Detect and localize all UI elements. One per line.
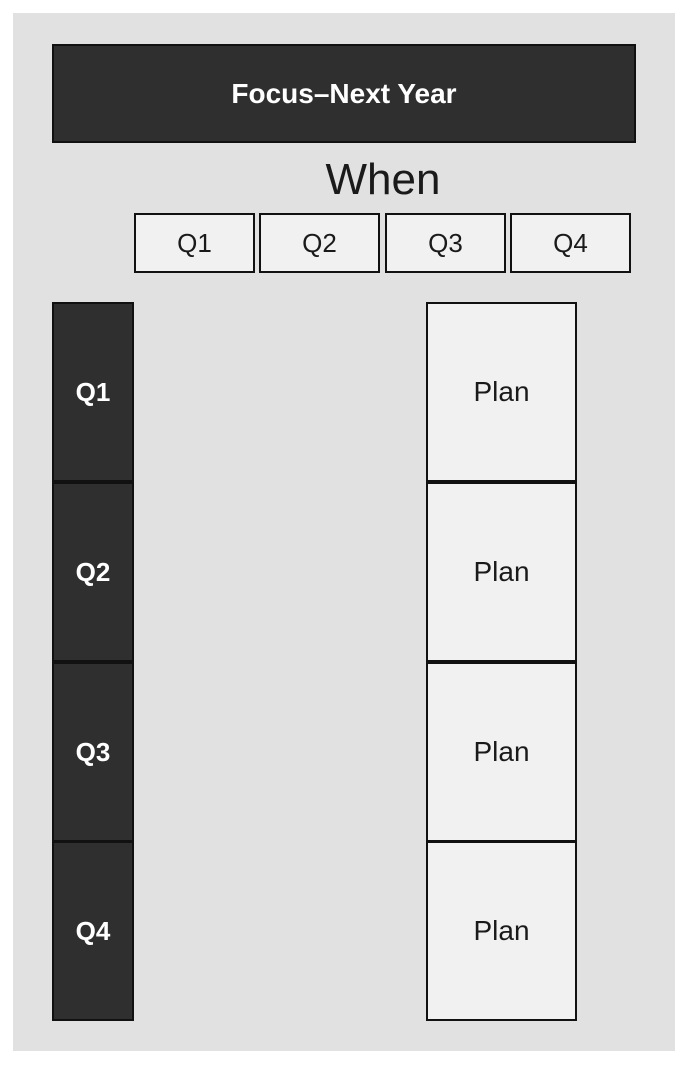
plan-cell-q3: Plan — [426, 662, 577, 842]
column-header-q2: Q2 — [259, 213, 380, 273]
row-header-q4: Q4 — [52, 841, 134, 1021]
column-header-q4: Q4 — [510, 213, 631, 273]
diagram-title: Focus–Next Year — [52, 44, 636, 143]
when-label: When — [325, 155, 441, 204]
column-header-q3: Q3 — [385, 213, 506, 273]
column-header-q1: Q1 — [134, 213, 255, 273]
row-header-q1: Q1 — [52, 302, 134, 482]
row-header-q2: Q2 — [52, 482, 134, 662]
row-header-q3: Q3 — [52, 662, 134, 842]
plan-cell-q1: Plan — [426, 302, 577, 482]
plan-cell-q4: Plan — [426, 841, 577, 1021]
plan-cell-q2: Plan — [426, 482, 577, 662]
